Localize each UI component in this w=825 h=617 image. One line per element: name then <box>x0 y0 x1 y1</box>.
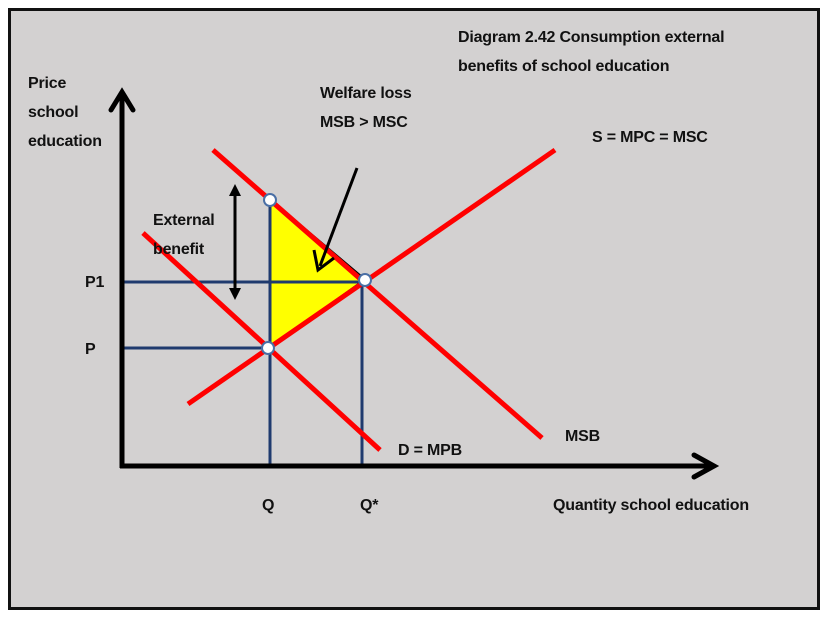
welfare-loss-pointer-arrow <box>318 167 359 267</box>
quantity-label-q-star: Q* <box>360 497 379 514</box>
welfare-loss-condition: MSB > MSC <box>320 114 408 131</box>
y-axis-label-line2: school <box>28 104 79 121</box>
demand-curve <box>141 231 382 452</box>
external-benefit-label-line2: benefit <box>153 241 205 258</box>
welfare-loss-triangle <box>268 196 368 351</box>
arrowhead-down-icon <box>229 288 241 300</box>
price-label-p: P <box>85 341 96 358</box>
diagram-title-line2: benefits of school education <box>458 58 670 75</box>
x-axis-label: Quantity school education <box>553 497 749 514</box>
y-axis-arrowhead <box>108 87 136 113</box>
supply-curve <box>186 147 557 407</box>
point-msb-at-q <box>263 193 277 207</box>
x-axis-arrowhead <box>691 452 720 480</box>
supply-curve-label: S = MPC = MSC <box>592 129 708 146</box>
welfare-loss-pointer-head <box>312 249 335 273</box>
arrowhead-up-icon <box>229 184 241 196</box>
demand-curve-label: D = MPB <box>398 442 462 459</box>
point-market-equilibrium <box>261 341 275 355</box>
external-benefit-label-line1: External <box>153 212 215 229</box>
diagram-frame <box>8 8 820 610</box>
price-label-p1: P1 <box>85 274 105 291</box>
point-social-optimum <box>358 273 372 287</box>
msb-curve-label: MSB <box>565 428 600 445</box>
diagram-title-line1: Diagram 2.42 Consumption external <box>458 29 725 46</box>
quantity-label-q: Q <box>262 497 275 514</box>
y-axis-label-line1: Price <box>28 75 67 92</box>
y-axis-label-line3: education <box>28 133 102 150</box>
welfare-loss-label: Welfare loss <box>320 85 412 102</box>
